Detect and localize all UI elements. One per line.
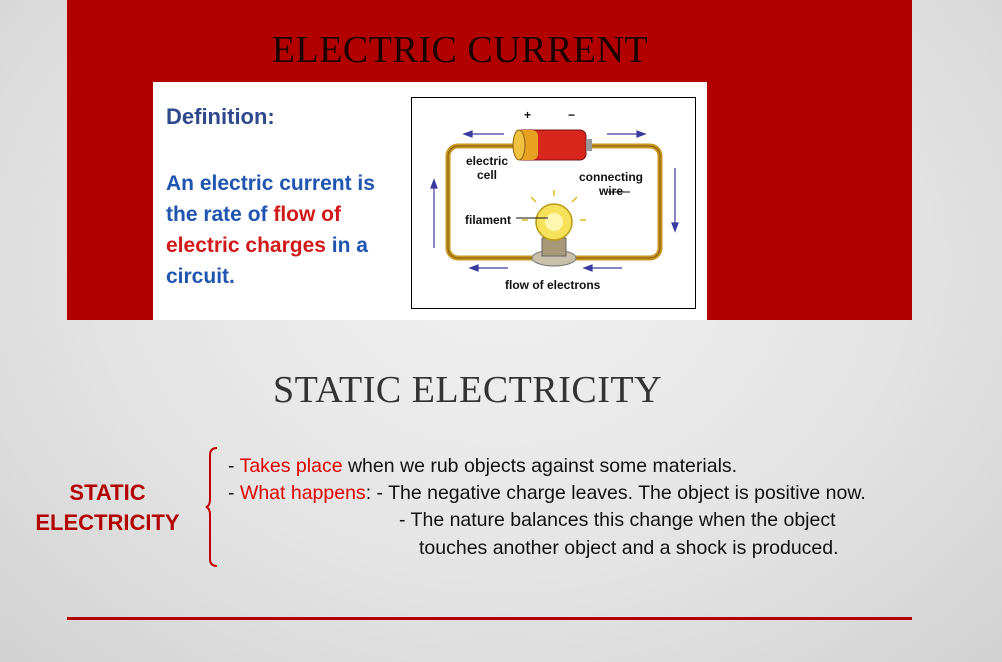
bulb-glow [545,213,563,231]
static-electricity-label: STATIC ELECTRICITY [20,478,195,538]
curly-bracket [205,447,218,567]
battery-terminal [512,129,526,161]
definition-text-part3: in a circuit. [166,234,368,288]
definition-text-highlight: flow of electric charges [166,203,342,257]
bullet-takes-place: - Takes place when we rub objects agains… [228,455,737,478]
cell-minus-sign: − [568,108,576,122]
bulb-rays [522,190,586,221]
bullet-what-happens: - What happens: - The negative charge le… [228,482,866,505]
definition-text-part1: An electric current is the rate of [166,172,375,226]
definition-heading: Definition: [166,104,275,129]
bullet2-text: : - The negative charge leaves. The obje… [365,482,866,504]
bottom-divider [67,617,912,620]
bullet-nature-balances: - The nature balances this change when t… [399,509,836,531]
slide-title-electric-current: ELECTRIC CURRENT [271,29,649,71]
definition-text: An electric current is the rate of flow … [166,168,406,292]
cell-plus-sign: + [524,108,532,122]
bullet1-dash: - [228,455,240,477]
bullet1-text: when we rub objects against some materia… [342,455,738,477]
bullet1-highlight: Takes place [239,455,343,477]
flow-of-electrons-label: flow of electrons [505,278,601,292]
electric-cell-label: electric cell [465,154,509,182]
section-title-static-electricity: STATIC ELECTRICITY [272,369,663,411]
circuit-drawing [430,129,679,272]
bullet2-dash: - [228,482,240,504]
filament-label: filament [465,213,512,227]
electron-flow-arrows [430,130,679,272]
static-label-line2: ELECTRICITY [35,510,180,535]
circuit-diagram: + − electric cell connecting wire filame… [411,97,696,309]
connecting-wire-label: connecting wire [578,170,643,198]
static-label-line1: STATIC [69,480,146,505]
bullet2-highlight: What happens [239,482,366,504]
bullet-shock-produced: touches another object and a shock is pr… [419,537,839,559]
battery-nub [586,139,592,151]
